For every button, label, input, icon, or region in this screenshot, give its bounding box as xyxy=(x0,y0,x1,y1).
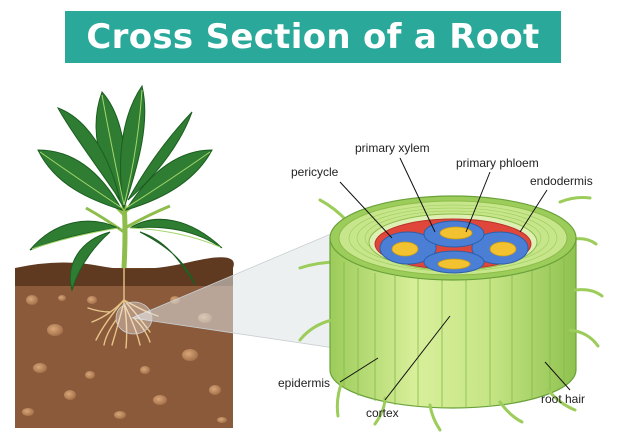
xylem-right xyxy=(489,241,517,257)
plant xyxy=(29,84,223,292)
label-primary-xylem: primary xylem xyxy=(355,141,430,155)
epidermis-cells xyxy=(343,258,565,408)
root-cross-section xyxy=(298,195,604,432)
soil-block xyxy=(15,257,234,428)
leader-primary-phloem xyxy=(465,171,491,233)
leader-endodermis xyxy=(519,189,548,233)
leader-primary-xylem xyxy=(399,157,436,233)
xylem-top xyxy=(439,226,473,240)
xylem-bottom xyxy=(437,258,471,270)
leader-root-hair xyxy=(544,361,571,391)
leader-cortex xyxy=(384,315,451,401)
title-banner: Cross Section of a Root xyxy=(65,11,561,63)
label-endodermis: endodermis xyxy=(530,174,593,188)
leader-lines xyxy=(339,157,571,401)
label-primary-phloem: primary phloem xyxy=(456,156,539,170)
label-epidermis: epidermis xyxy=(278,376,331,390)
xylem-left xyxy=(391,241,419,257)
root-hairs xyxy=(298,288,604,432)
zoom-circle xyxy=(115,301,153,335)
label-pericycle: pericycle xyxy=(291,165,339,179)
label-root-hair: root hair xyxy=(541,392,586,406)
vascular-bundle xyxy=(379,220,529,274)
leader-epidermis xyxy=(339,357,379,383)
leader-pericycle xyxy=(339,181,393,239)
label-cortex: cortex xyxy=(366,406,399,420)
page-title: Cross Section of a Root xyxy=(86,17,540,57)
